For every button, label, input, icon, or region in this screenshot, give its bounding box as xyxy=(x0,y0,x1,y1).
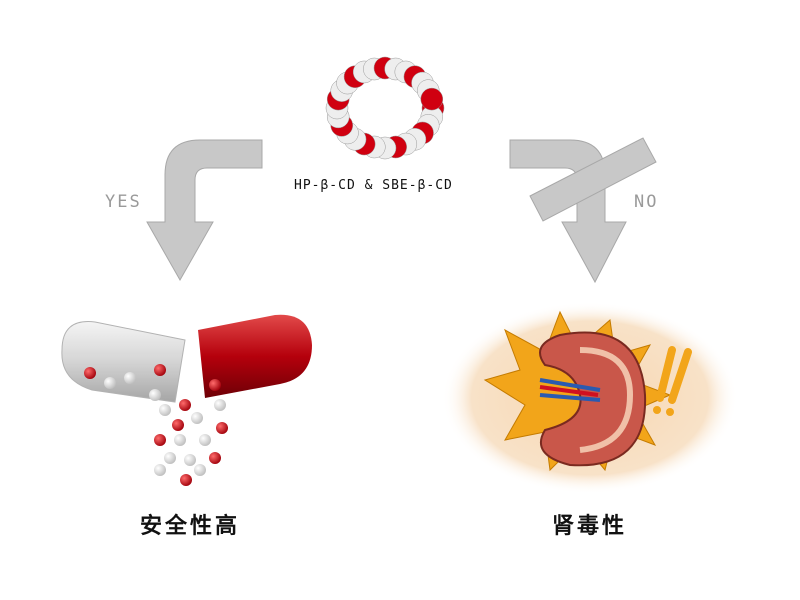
no-label: NO xyxy=(634,192,659,212)
capsule-icon xyxy=(61,314,312,486)
kidney-toxicity-icon xyxy=(442,302,738,494)
nephrotoxicity-caption: 肾毒性 xyxy=(552,514,628,539)
high-safety-caption: 安全性高 xyxy=(140,514,241,539)
no-slash-bar-icon xyxy=(529,137,657,222)
molecule-label: HP-β-CD & SBE-β-CD xyxy=(294,178,453,193)
yes-label: YES xyxy=(105,192,142,212)
cyclodextrin-molecule-icon xyxy=(325,56,445,160)
yes-arrow-icon xyxy=(146,139,263,282)
